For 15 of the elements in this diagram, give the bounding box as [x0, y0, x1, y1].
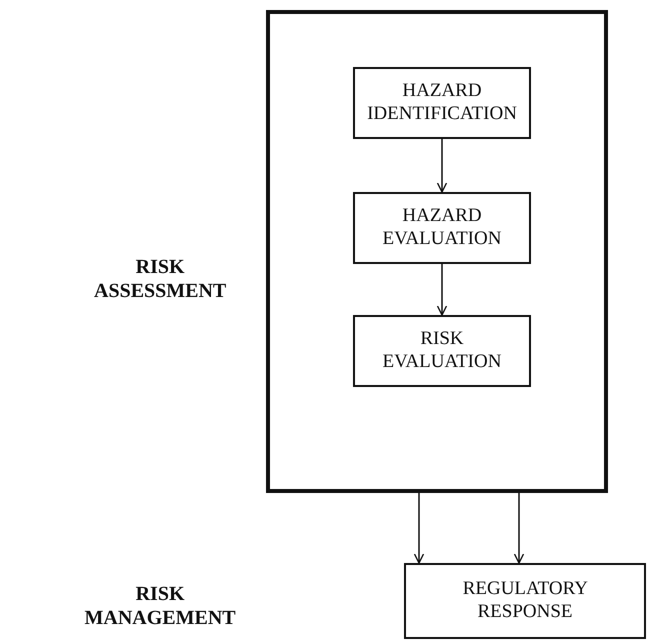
arrow: [414, 493, 424, 564]
section-label: RISK ASSESSMENT: [94, 255, 226, 303]
box-label: RISK EVALUATION: [382, 328, 502, 374]
process-box: [353, 67, 531, 139]
process-box: [353, 192, 531, 264]
box-label: REGULATORY RESPONSE: [462, 578, 588, 624]
arrow: [436, 139, 448, 193]
box-label: HAZARD EVALUATION: [382, 205, 502, 251]
section-label: RISK MANAGEMENT: [84, 582, 236, 630]
arrow: [436, 264, 448, 316]
arrow: [514, 493, 524, 564]
group-box: [266, 10, 608, 493]
process-box: [404, 563, 646, 639]
box-label: HAZARD IDENTIFICATION: [367, 80, 517, 126]
process-box: [353, 315, 531, 387]
